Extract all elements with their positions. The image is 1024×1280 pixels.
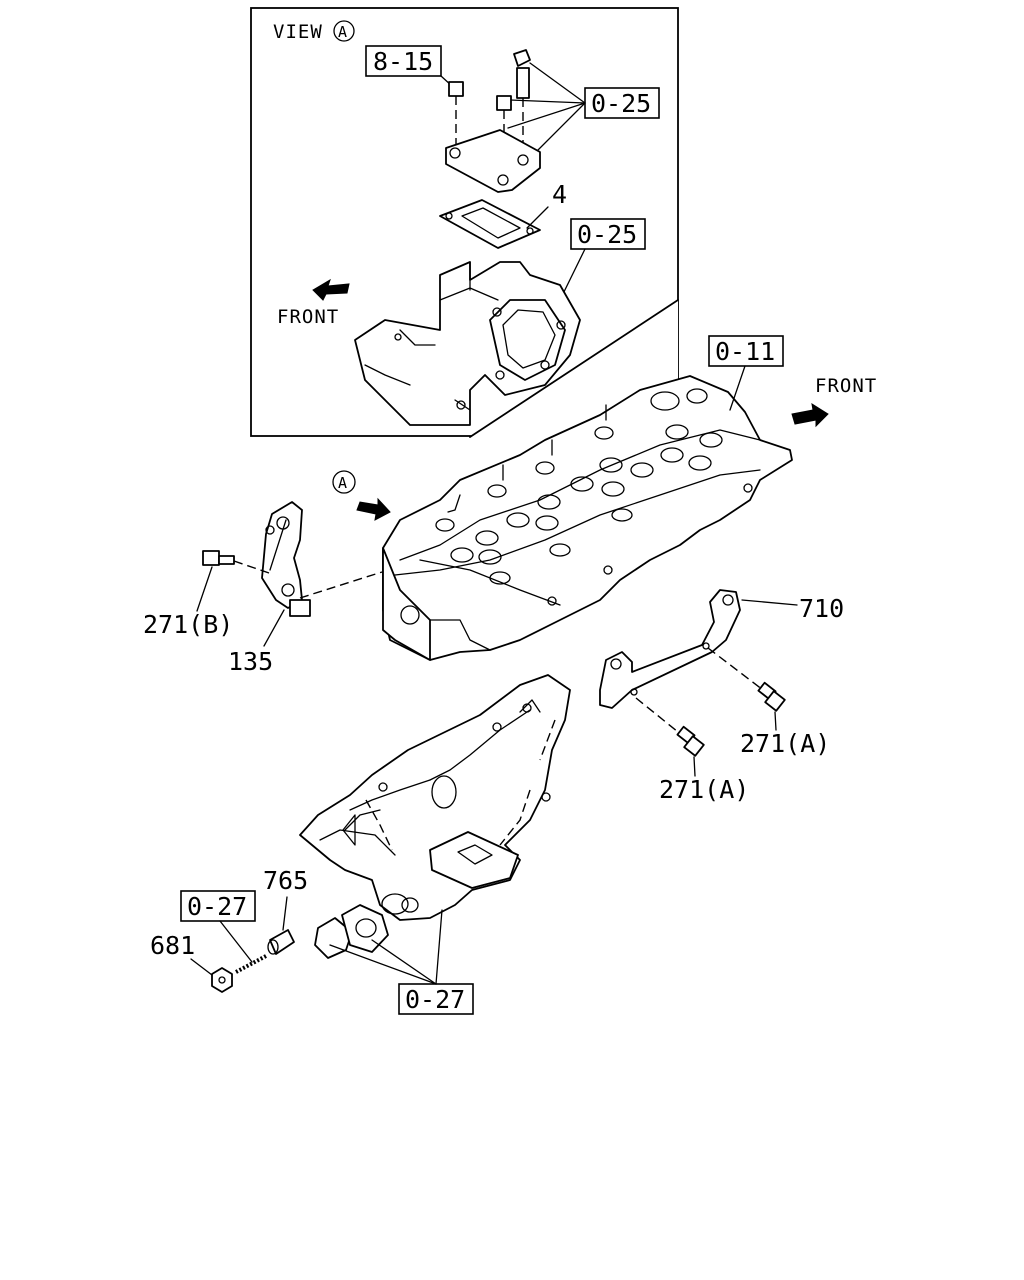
part-label-135: 135	[228, 647, 273, 676]
inset-title: VIEW	[273, 21, 323, 43]
part-label-765: 765	[263, 866, 308, 895]
sleeve-765-icon	[267, 929, 295, 955]
part-label-271a-mid: 271(A)	[659, 775, 749, 804]
view-a-arrow-icon	[356, 497, 391, 521]
part-label-4: 4	[552, 180, 567, 209]
bolt-271a-right-icon	[757, 681, 786, 712]
part-label-271a-right: 271(A)	[740, 729, 830, 758]
ref-label-0-27-bottom: 0-27	[405, 985, 465, 1014]
part-label-271b: 271(B)	[143, 610, 233, 639]
bolt-271a-mid-icon	[676, 725, 705, 757]
view-a-marker: A	[332, 470, 356, 494]
ref-label-0-25-mid: 0-25	[577, 220, 637, 249]
exhaust-manifold	[299, 674, 571, 921]
inset-bracket-plate	[445, 129, 541, 193]
nut-681-icon	[211, 967, 233, 993]
inset-frame	[250, 7, 679, 437]
part-label-681: 681	[150, 931, 195, 960]
part-label-710: 710	[799, 594, 844, 623]
cylinder-head	[382, 375, 793, 661]
ref-box-0-27-left	[180, 890, 256, 922]
inset-gasket-4	[439, 199, 541, 249]
inset-front-label: FRONT	[277, 306, 339, 328]
inset-marker-circle: A	[333, 20, 355, 42]
ref-label-8-15: 8-15	[373, 47, 433, 76]
ref-label-0-27-left: 0-27	[187, 892, 247, 921]
bolt-271b-icon	[202, 550, 235, 566]
inset-marker-letter: A	[338, 23, 348, 41]
inset-exhaust-flange	[354, 261, 581, 426]
inset-front-arrow-icon	[312, 278, 350, 301]
main-front-arrow-icon	[791, 402, 829, 428]
ref-box-0-25-mid	[570, 218, 646, 250]
head-port-holes	[435, 388, 723, 585]
inset-view-a: VIEW A 8-15 0-25	[250, 7, 679, 438]
ref-box-8-15	[365, 45, 442, 77]
manifold-gaskets	[314, 904, 389, 959]
lifting-bracket-135	[261, 501, 311, 617]
ref-box-0-11	[708, 335, 784, 367]
main-front-label: FRONT	[815, 375, 877, 397]
view-a-marker-letter: A	[338, 474, 348, 492]
bracket-710	[599, 589, 741, 709]
inset-frame-diagonal	[469, 299, 679, 438]
ref-label-0-25-top: 0-25	[591, 89, 651, 118]
ref-label-0-11: 0-11	[715, 337, 775, 366]
